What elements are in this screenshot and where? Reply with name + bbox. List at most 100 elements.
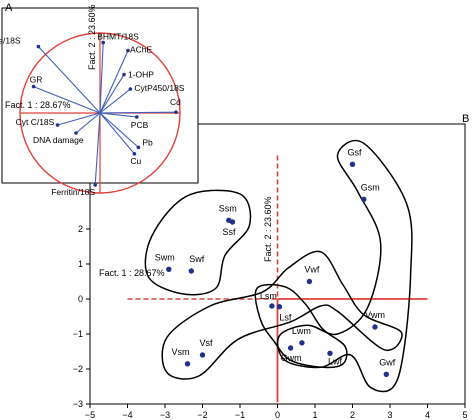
vector-tip (132, 152, 137, 156)
point-label: Swf (189, 254, 205, 264)
vector-atpase-18s: ATPase/18S (0, 36, 101, 114)
vector-label: BHMT/18S (97, 32, 139, 42)
vector-line (99, 112, 139, 148)
x-tick-label: 4 (425, 410, 430, 420)
vector-tip (55, 123, 60, 127)
vector-ache: AChE (99, 45, 153, 114)
panel-a-factor1-label: Fact. 1 : 28.67% (5, 100, 71, 110)
vector-label: Pb (142, 137, 153, 147)
point-label: Lsm (260, 291, 277, 301)
vector-label: 1-OHP (128, 70, 154, 80)
y-tick-label: −3 (73, 399, 83, 409)
point-marker (349, 161, 356, 167)
vector-label: GR (30, 75, 43, 85)
vector-cd: Cd (99, 97, 181, 114)
x-tick-label: 1 (312, 410, 317, 420)
point-label: Lsf (279, 313, 292, 323)
point-marker (188, 268, 194, 274)
x-tick-label: −2 (197, 410, 207, 420)
vector-label: Ferritin/18S (51, 187, 95, 197)
vector-line (99, 112, 137, 118)
vector-1-ohp: 1-OHP (99, 70, 154, 114)
point-marker (383, 371, 389, 377)
point-label: Swm (155, 252, 175, 262)
y-tick-label: −1 (73, 329, 83, 339)
y-tick-label: 0 (78, 294, 83, 304)
point-vwf: Vwf (304, 265, 320, 285)
point-label: Vwm (365, 310, 385, 320)
point-gsm: Gsm (361, 182, 380, 202)
x-tick-label: 2 (350, 410, 355, 420)
point-swf: Swf (188, 254, 205, 274)
vector-line (99, 50, 129, 114)
vector-tip (36, 44, 41, 49)
point-marker (276, 304, 283, 310)
vector-label: Cd (170, 97, 181, 107)
x-tick-label: −3 (160, 410, 170, 420)
point-label: Ssf (223, 227, 237, 237)
vector-label: Cu (130, 156, 141, 166)
vector-tip (101, 40, 105, 45)
point-vsf: Vsf (200, 338, 214, 358)
vector-tip (136, 145, 141, 150)
vector-line (94, 112, 101, 186)
group-outline-l (254, 283, 348, 369)
vector-label: Cyt C/18S (16, 117, 55, 127)
panel-a-letter: A (5, 2, 13, 14)
point-lsm: Lsm (260, 291, 277, 309)
vector-line (99, 74, 125, 114)
point-lwm: Lwm (292, 326, 311, 346)
panel-b-factor-axes (127, 155, 428, 403)
point-marker (361, 196, 367, 202)
point-label: Ssm (219, 203, 237, 213)
vector-label: DNA damage (33, 135, 84, 145)
vector-gr: GR (30, 75, 101, 114)
group-outline-s (144, 189, 252, 296)
point-lsf: Lsf (276, 304, 292, 323)
vector-tip (135, 115, 139, 119)
point-marker (372, 324, 378, 330)
point-label: Gsf (348, 147, 363, 157)
panel-b-group-outlines (144, 139, 413, 393)
vector-dna-damage: DNA damage (33, 112, 101, 145)
x-tick-label: −1 (235, 410, 245, 420)
point-marker (306, 278, 313, 285)
point-lwf: Lwf (327, 350, 343, 366)
point-marker (287, 345, 294, 351)
vector-tip (93, 183, 97, 187)
y-tick-label: 2 (78, 224, 83, 234)
point-marker (327, 350, 333, 356)
y-tick-label: −2 (73, 364, 83, 374)
point-label: Lwf (328, 356, 343, 366)
vector-line (37, 46, 101, 114)
panel-b-factor1-label: Fact. 1 : 28.67% (99, 268, 165, 278)
vector-cu: Cu (99, 112, 142, 166)
x-tick-label: −4 (122, 410, 132, 420)
vector-line (57, 112, 101, 126)
vector-pb: Pb (99, 112, 153, 150)
x-tick-label: 0 (275, 410, 280, 420)
point-label: Vsf (200, 338, 214, 348)
panel-b-factor2-label: Fact. 2 : 23.60% (263, 196, 273, 262)
point-marker (184, 361, 191, 367)
point-marker (269, 303, 275, 309)
point-ssf: Ssf (223, 219, 237, 237)
point-marker (166, 266, 172, 272)
point-marker (229, 219, 236, 225)
vector-cyt-c-18s: Cyt C/18S (16, 112, 101, 127)
vector-cytp450-18s: CytP450/18S (99, 83, 185, 114)
vector-line (99, 111, 177, 114)
vector-label: CytP450/18S (134, 83, 184, 93)
vector-line (99, 42, 104, 114)
point-gsf: Gsf (348, 147, 363, 167)
point-label: Vwf (304, 265, 320, 275)
point-marker (299, 340, 305, 346)
x-tick-label: 5 (462, 410, 467, 420)
vector-line (99, 112, 135, 155)
vector-label: PCB (131, 120, 149, 130)
